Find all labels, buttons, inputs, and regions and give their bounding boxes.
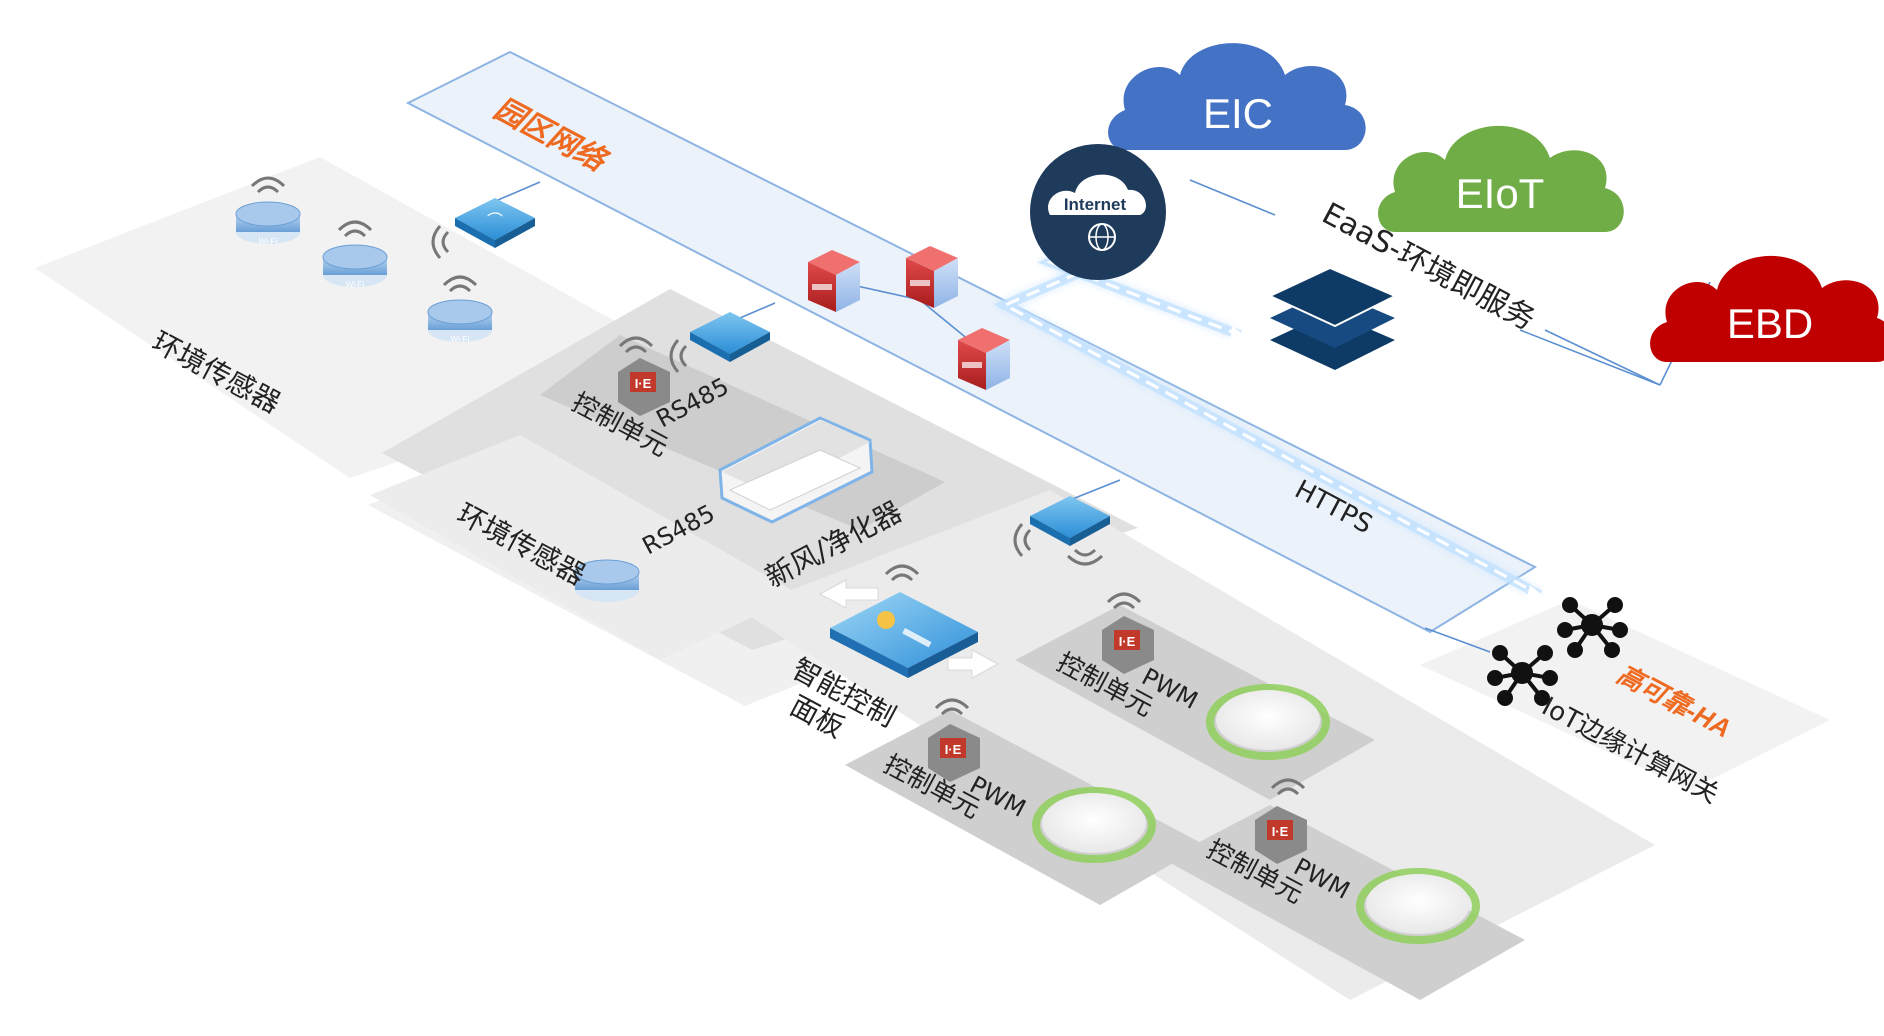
internet-label: Internet [1064, 195, 1127, 214]
wifi-signal-cu4 [1270, 778, 1306, 796]
wifi-signal-ap3 [1013, 523, 1104, 566]
ebd-label: EBD [1727, 300, 1813, 347]
control-unit-3[interactable]: I·E [928, 724, 980, 782]
control-unit-1[interactable]: I·E [618, 358, 670, 416]
eic-label: EIC [1203, 90, 1273, 137]
wifi-signal-s3 [442, 275, 478, 293]
control-unit-4[interactable]: I·E [1255, 806, 1307, 864]
eiot-cloud[interactable]: EIoT [1378, 125, 1624, 232]
wifi-sensor-1-label: Wi-Fi [259, 237, 278, 246]
eic-cloud[interactable]: EIC [1108, 43, 1366, 150]
wifi-signal-s1 [250, 176, 286, 194]
svg-text:I·E: I·E [635, 376, 652, 391]
fresh-air-unit[interactable] [718, 416, 874, 524]
switch-cube-2[interactable] [906, 246, 958, 308]
wifi-sensor-1[interactable]: Wi-Fi [235, 201, 301, 246]
lamp-strip-3 [1165, 805, 1525, 1000]
ebd-cloud[interactable]: EBD [1650, 256, 1884, 362]
wifi-sensor-2[interactable]: Wi-Fi [322, 244, 388, 289]
panel-arrows [818, 579, 1000, 679]
eiot-label: EIoT [1456, 170, 1545, 217]
middle-sensor[interactable] [574, 559, 640, 602]
switch-cube-3[interactable] [958, 328, 1010, 390]
gateway-node-icon-1[interactable] [1557, 597, 1628, 658]
ceiling-lamp-1[interactable] [1206, 684, 1330, 760]
wifi-signal-cu2 [1106, 592, 1142, 610]
svg-text:⌒: ⌒ [487, 212, 503, 230]
svg-text:I·E: I·E [1119, 634, 1136, 649]
ceiling-lamp-2[interactable] [1032, 787, 1156, 863]
access-point-1[interactable]: ⌒ [455, 198, 535, 248]
wifi-signal-ap2 [669, 339, 688, 373]
ceiling-lamp-3[interactable] [1356, 868, 1480, 944]
control-unit-2[interactable]: I·E [1102, 616, 1154, 674]
wifi-sensor-3[interactable]: Wi-Fi [427, 299, 493, 344]
svg-text:I·E: I·E [945, 742, 962, 757]
wifi-signal-cu3 [934, 698, 970, 716]
layers-stack-icon [1267, 266, 1398, 370]
wifi-sensor-2-label: Wi-Fi [346, 280, 365, 289]
wifi-signal-cu1 [618, 336, 654, 354]
wifi-signal-s2 [337, 220, 373, 238]
access-point-2[interactable] [690, 312, 770, 362]
sensor-zone-plane [370, 435, 800, 660]
wifi-sensor-3-label: Wi-Fi [451, 335, 470, 344]
wifi-signal-ap1 [431, 225, 450, 259]
smart-control-panel[interactable] [830, 592, 978, 678]
wifi-signal-panel [884, 564, 920, 582]
svg-text:I·E: I·E [1272, 824, 1289, 839]
switch-cube-1[interactable] [808, 250, 860, 312]
access-point-3[interactable] [1030, 496, 1110, 546]
ha-zone-plane [1420, 600, 1830, 790]
internet-icon[interactable]: Internet [1030, 144, 1166, 280]
gateway-node-icon-2[interactable] [1487, 645, 1558, 706]
